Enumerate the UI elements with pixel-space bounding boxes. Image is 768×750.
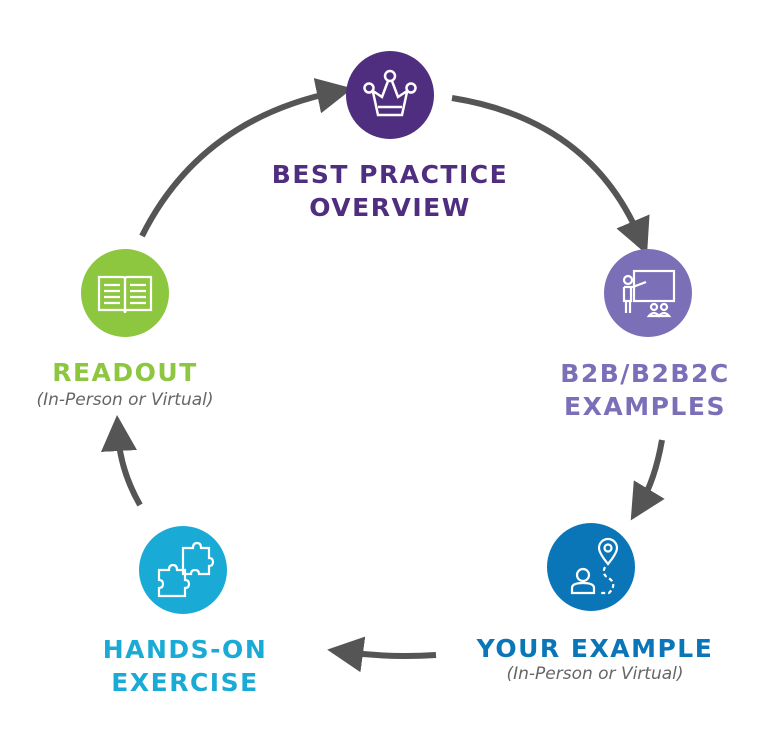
crown-icon	[346, 51, 434, 139]
step-subtitle: (In-Person or Virtual)	[506, 664, 684, 684]
step-title: EXERCISE	[111, 668, 259, 697]
step-your-example: YOUR EXAMPLE	[445, 632, 745, 665]
location-path-icon	[547, 523, 635, 611]
step-title: B2B/B2B2C	[560, 359, 730, 388]
presentation-icon	[604, 249, 692, 337]
puzzle-icon	[139, 526, 227, 614]
step-subtitle: (In-Person or Virtual)	[36, 390, 214, 410]
arrow-readout-to-overview	[139, 78, 353, 238]
arrow-overview-to-examples	[451, 95, 650, 255]
step-hands-on-exercise: HANDS-ON EXERCISE	[40, 633, 330, 699]
step-b2b-examples: B2B/B2B2C EXAMPLES	[520, 357, 768, 423]
arrow-hands-on-to-readout	[101, 415, 143, 507]
step-title: BEST PRACTICE	[271, 160, 509, 189]
book-icon	[81, 249, 169, 337]
arrow-examples-to-your-example	[630, 439, 665, 521]
step-title: HANDS-ON	[102, 635, 268, 664]
step-title: EXAMPLES	[564, 392, 726, 421]
step-title: OVERVIEW	[309, 193, 471, 222]
step-best-practice-overview: BEST PRACTICE OVERVIEW	[240, 158, 540, 224]
step-title: YOUR EXAMPLE	[476, 634, 714, 663]
step-readout: READOUT	[0, 356, 250, 389]
step-title: READOUT	[52, 358, 198, 387]
arrow-your-example-to-hands-on	[327, 636, 437, 673]
